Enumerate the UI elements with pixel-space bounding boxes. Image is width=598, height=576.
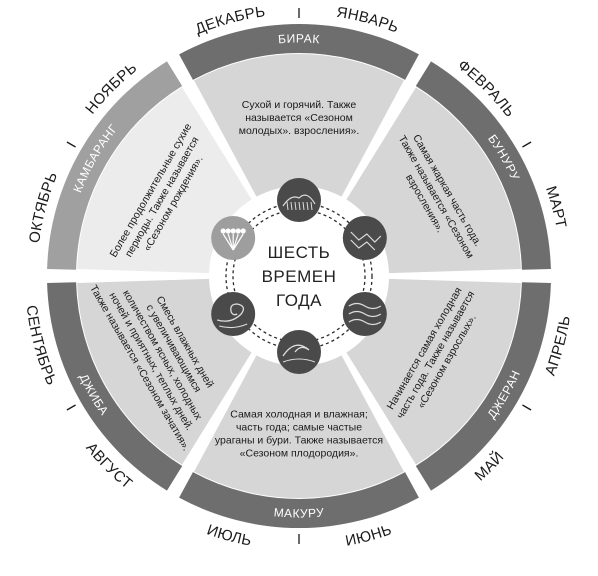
heat-wave-icon (342, 216, 387, 260)
season-band-3 (415, 282, 551, 491)
season-band-6 (47, 61, 183, 270)
month-separators (66, 8, 532, 544)
center-title-line-1: ШЕСТЬ (268, 243, 331, 262)
spiral-wind-icon (211, 292, 256, 336)
center-disc (212, 189, 386, 363)
season-description-line: ураганы и бури. Также называется (215, 435, 383, 447)
season-sector-1 (194, 54, 404, 197)
month-tick (66, 141, 76, 148)
month-label-text: МАРТ (542, 184, 569, 230)
season-name-text: МАКУРУ (273, 505, 324, 520)
season-icon-disc (277, 330, 321, 374)
month-tick (522, 141, 532, 148)
flower-icon (211, 216, 256, 260)
season-sectors (47, 24, 551, 528)
sun-icon (277, 178, 321, 222)
season-description-line: Сухой и горячий. Также (242, 99, 357, 111)
season-icon-disc (342, 216, 387, 260)
season-sector-6 (77, 87, 252, 274)
month-label-text: ИЮЛЬ (205, 521, 253, 549)
season-description-line: часть года; самые частые (236, 422, 362, 434)
season-description-line: Самая холодная и влажная; (230, 409, 368, 421)
season-name: БИРАК (278, 31, 321, 46)
season-description-line: называется «Сезоном (245, 112, 353, 124)
storm-wave-icon (277, 330, 321, 374)
season-icon-glyph (220, 228, 246, 251)
season-icon-glyph (350, 231, 382, 251)
season-name-text: БИРАК (278, 31, 320, 46)
season-sector-5 (77, 278, 252, 465)
season-description-line: «Сезоном плодородия». (240, 448, 359, 460)
season-band-5 (47, 282, 183, 491)
season-icon-glyph (282, 344, 316, 363)
season-band-4 (179, 472, 419, 528)
month-label: ИЮЛЬ (205, 521, 253, 549)
center-title-line-2: ВРЕМЕН (262, 267, 337, 286)
month-label: ИЮНЬ (344, 521, 394, 550)
month-label-text: АПРЕЛЬ (542, 314, 574, 378)
season-icon-glyph (217, 303, 248, 329)
center-title-line-3: ГОДА (276, 291, 322, 310)
season-band-1 (179, 24, 419, 80)
month-label: МАРТ (542, 184, 569, 230)
season-icons (211, 178, 387, 374)
season-sector-4 (194, 355, 404, 498)
season-sector-3 (346, 278, 521, 465)
season-icon-disc (277, 178, 321, 222)
month-tick (66, 404, 76, 411)
season-icon-glyph (348, 302, 382, 326)
center-hub: ШЕСТЬ ВРЕМЕН ГОДА (212, 189, 386, 363)
month-tick (522, 404, 532, 411)
season-band-2 (415, 61, 551, 270)
season-description-line: молодых». взросления». (239, 125, 360, 137)
season-icon-glyph (282, 194, 316, 211)
month-label-text: ИЮНЬ (344, 521, 394, 550)
month-label: АПРЕЛЬ (542, 314, 574, 378)
season-description: Самая холодная и влажная;часть года; сам… (215, 409, 383, 460)
season-sector-2 (346, 87, 521, 274)
season-name: МАКУРУ (273, 505, 325, 520)
cold-wind-icon (342, 292, 387, 336)
